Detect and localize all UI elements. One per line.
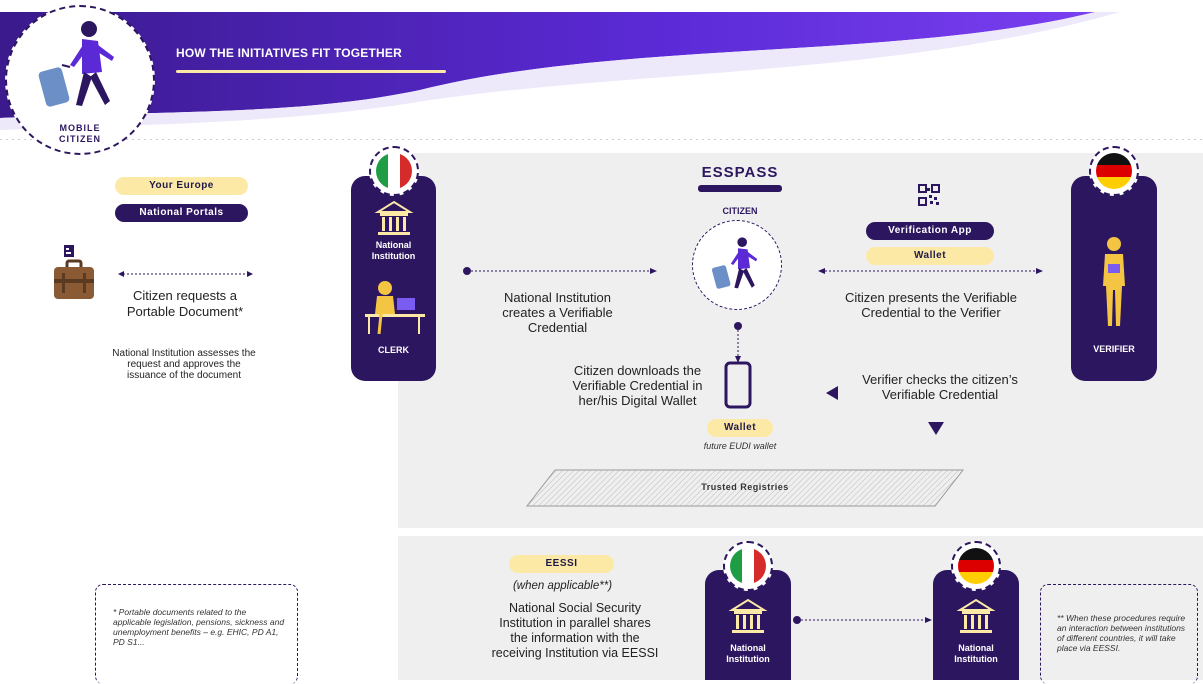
- briefcase-icon: [54, 245, 94, 299]
- shares-text: National Social Security Institution in …: [491, 601, 659, 660]
- institution-icon: [728, 598, 768, 633]
- eessi-pill: EESSI: [509, 555, 614, 573]
- footnote-box-left: [95, 584, 298, 684]
- germany-flag-icon: [1089, 146, 1139, 196]
- citizen-avatar: [692, 220, 782, 310]
- italy-flag-icon: [369, 146, 419, 196]
- request-text: Citizen requests a Portable Document*: [126, 288, 244, 319]
- title-underline: [176, 70, 446, 73]
- request-arrow: [118, 271, 253, 277]
- germany-flag-icon: [951, 541, 1001, 591]
- creates-arrow: [463, 267, 657, 275]
- italy-institution-label: National Institution: [371, 240, 416, 261]
- assess-text: National Institution assesses the reques…: [112, 348, 256, 381]
- citizen-label: CITIZEN: [722, 206, 758, 216]
- italy-clerk-card: [351, 176, 436, 381]
- esspass-underline: [698, 185, 782, 192]
- footnote-interaction: ** When these procedures require an inte…: [1057, 613, 1186, 653]
- italy-flag-icon: [723, 541, 773, 591]
- downloads-text: Citizen downloads the Verifiable Credent…: [572, 363, 703, 408]
- creates-text: National Institution creates a Verifiabl…: [502, 290, 613, 335]
- trusted-registries-label: Trusted Registries: [701, 482, 789, 492]
- download-arrow: [734, 322, 742, 363]
- traveler-icon: [38, 21, 114, 107]
- de-institution-label: National Institution: [954, 643, 998, 664]
- persona-label: MOBILE CITIZEN: [59, 123, 101, 144]
- wallet-pill: Wallet: [707, 419, 773, 437]
- future-wallet-text: future EUDI wallet: [703, 441, 777, 451]
- esspass-panel: [398, 153, 1203, 528]
- page-title: HOW THE INITIATIVES FIT TOGETHER: [176, 46, 402, 60]
- clerk-label: CLERK: [378, 345, 409, 355]
- verifier-label: VERIFIER: [1093, 344, 1135, 354]
- smartphone-icon: [724, 361, 752, 409]
- eessi-arrow: [793, 616, 932, 624]
- clerk-icon: [365, 281, 425, 335]
- your-europe-pill: Your Europe: [115, 177, 248, 195]
- when-applicable-text: (when applicable**): [512, 580, 613, 592]
- footnote-box-right: [1040, 584, 1198, 684]
- presents-text: Citizen presents the Verifiable Credenti…: [845, 290, 1017, 320]
- down-triangle-icon: [928, 422, 944, 435]
- esspass-title: ESSPASS: [701, 164, 779, 181]
- it-institution-label: National Institution: [726, 643, 770, 664]
- verifier-person-icon: [1103, 237, 1125, 326]
- checks-text: Verifier checks the citizen’s Verifiable…: [862, 372, 1018, 402]
- verification-app-pill: Verification App: [866, 222, 994, 240]
- qr-code-icon: [918, 184, 940, 206]
- trusted-registries-shape: [525, 469, 965, 507]
- footnote-portable-docs: * Portable documents related to the appl…: [113, 607, 285, 647]
- institution-icon: [956, 598, 996, 633]
- national-portals-pill: National Portals: [115, 204, 248, 222]
- mobile-citizen-avatar: MOBILE CITIZEN: [5, 5, 155, 155]
- traveler-icon: [711, 237, 758, 289]
- verifier-wallet-pill: Wallet: [866, 247, 994, 265]
- left-triangle-icon: [826, 386, 838, 400]
- header-banner: [0, 12, 1203, 140]
- presents-arrow: [818, 268, 1043, 274]
- institution-icon: [374, 200, 414, 235]
